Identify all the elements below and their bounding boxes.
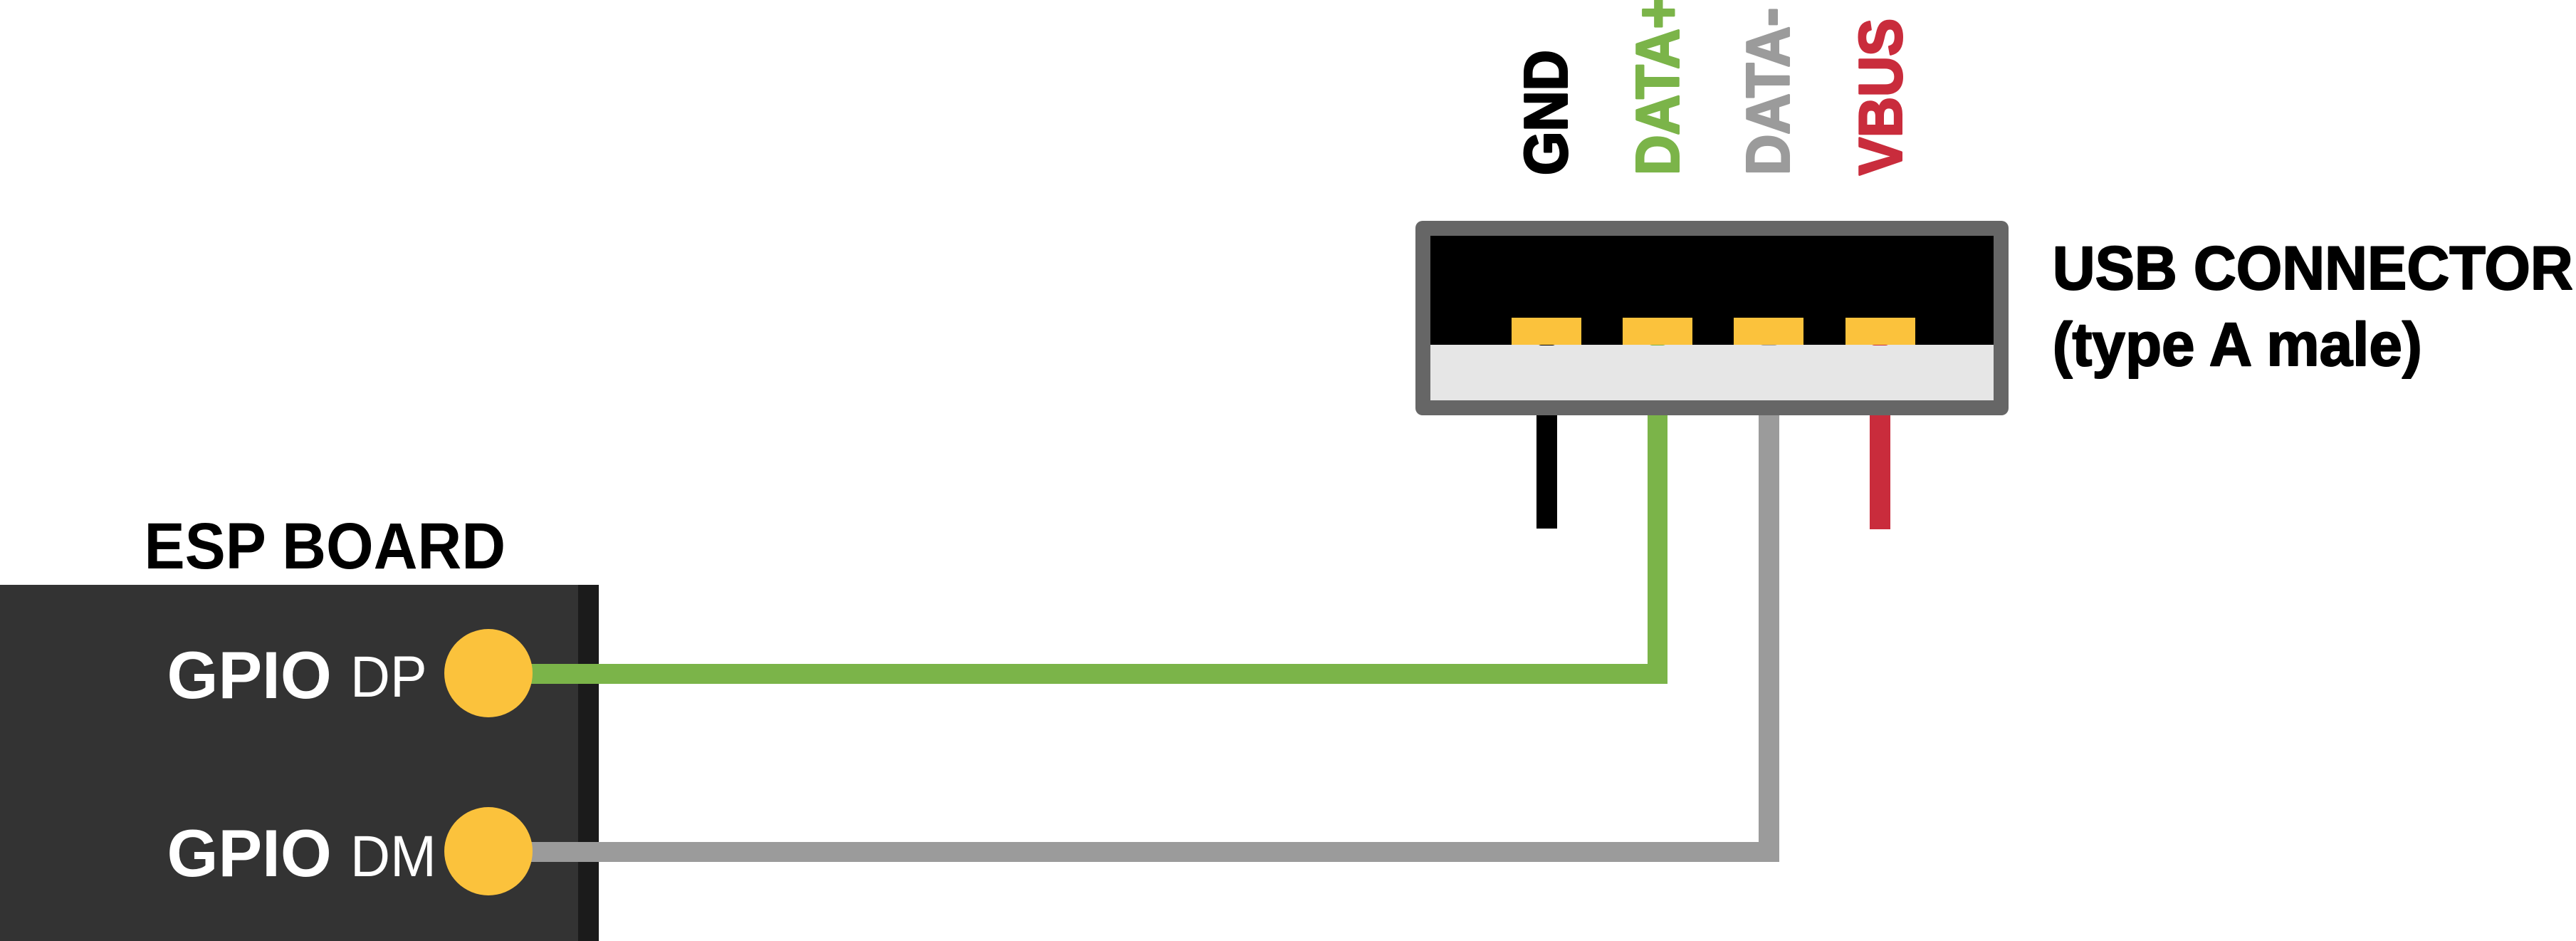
svg-text:VBUS: VBUS (1848, 19, 1915, 175)
svg-text:ESP BOARD: ESP BOARD (145, 509, 506, 582)
svg-text:GND: GND (1513, 50, 1580, 175)
svg-text:USB CONNECTOR: USB CONNECTOR (2053, 234, 2573, 303)
svg-text:DM: DM (350, 823, 436, 888)
svg-text:DP: DP (350, 644, 427, 709)
svg-text:(type A male): (type A male) (2053, 310, 2422, 378)
svg-text:DATA+: DATA+ (1625, 0, 1692, 175)
svg-text:DATA-: DATA- (1735, 8, 1802, 175)
svg-text:GPIO: GPIO (167, 638, 332, 712)
svg-text:GPIO: GPIO (167, 816, 332, 890)
